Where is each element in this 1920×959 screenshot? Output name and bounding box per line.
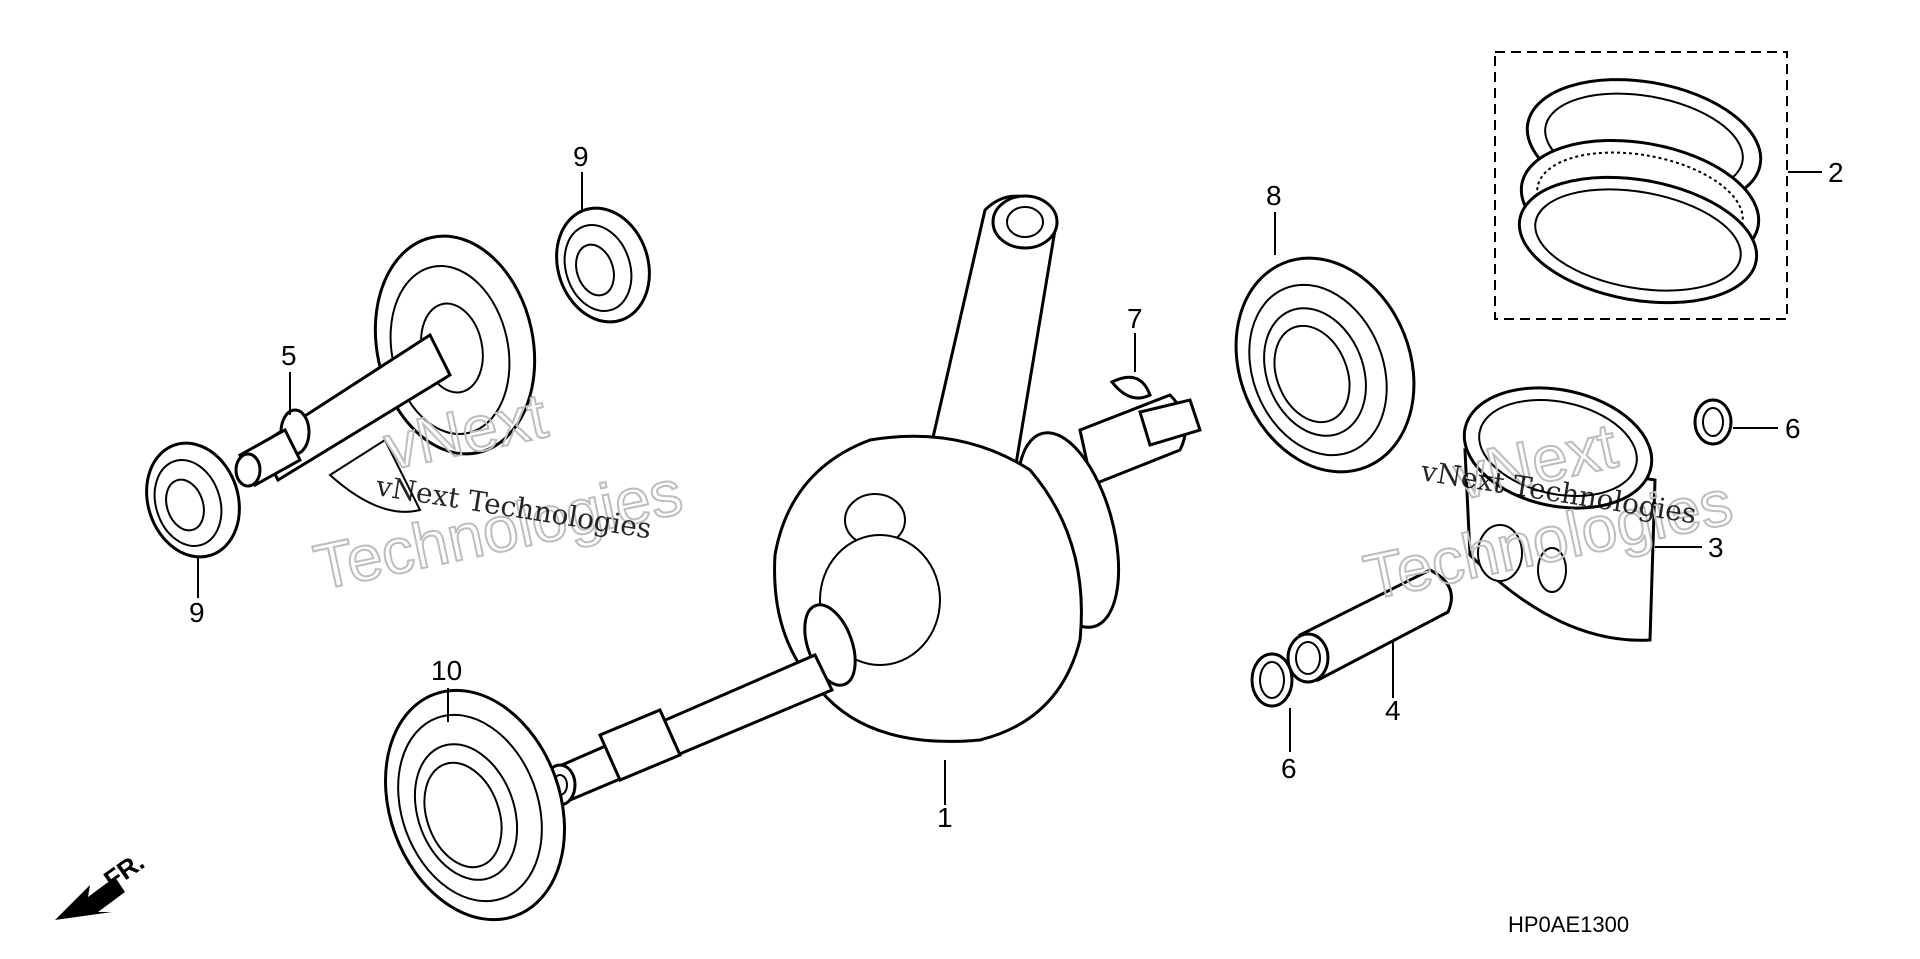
leader-lines bbox=[197, 171, 1822, 805]
callout-2: 2 bbox=[1828, 157, 1844, 188]
woodruff-key bbox=[1109, 375, 1152, 400]
front-direction-arrow: FR. bbox=[55, 846, 150, 920]
callout-9-upper: 9 bbox=[573, 141, 589, 172]
bearing-9-lower bbox=[145, 441, 241, 559]
piston-pin-clip-right bbox=[1693, 398, 1733, 446]
piston bbox=[1462, 386, 1657, 642]
callout-4: 4 bbox=[1385, 695, 1401, 726]
diagram-code: HP0AE1300 bbox=[1508, 912, 1629, 937]
callout-8: 8 bbox=[1266, 180, 1282, 211]
callout-3: 3 bbox=[1708, 532, 1724, 563]
bearing-8 bbox=[1234, 256, 1416, 474]
callout-5: 5 bbox=[281, 340, 297, 371]
callout-9-lower: 9 bbox=[189, 597, 205, 628]
piston-ring-set bbox=[1517, 78, 1763, 305]
piston-pin bbox=[1286, 568, 1453, 684]
callout-1: 1 bbox=[937, 802, 953, 833]
balancer-shaft bbox=[234, 234, 537, 513]
piston-pin-clip-left bbox=[1250, 652, 1294, 708]
callout-6-right: 6 bbox=[1785, 413, 1801, 444]
callout-7: 7 bbox=[1127, 303, 1143, 334]
piston-ring-set-box bbox=[1494, 51, 1788, 320]
crankshaft-assembly bbox=[543, 194, 1202, 807]
bearing-9-upper bbox=[555, 206, 651, 324]
callout-6-left: 6 bbox=[1281, 753, 1297, 784]
callout-10: 10 bbox=[431, 655, 462, 686]
bearing-10 bbox=[384, 688, 566, 922]
